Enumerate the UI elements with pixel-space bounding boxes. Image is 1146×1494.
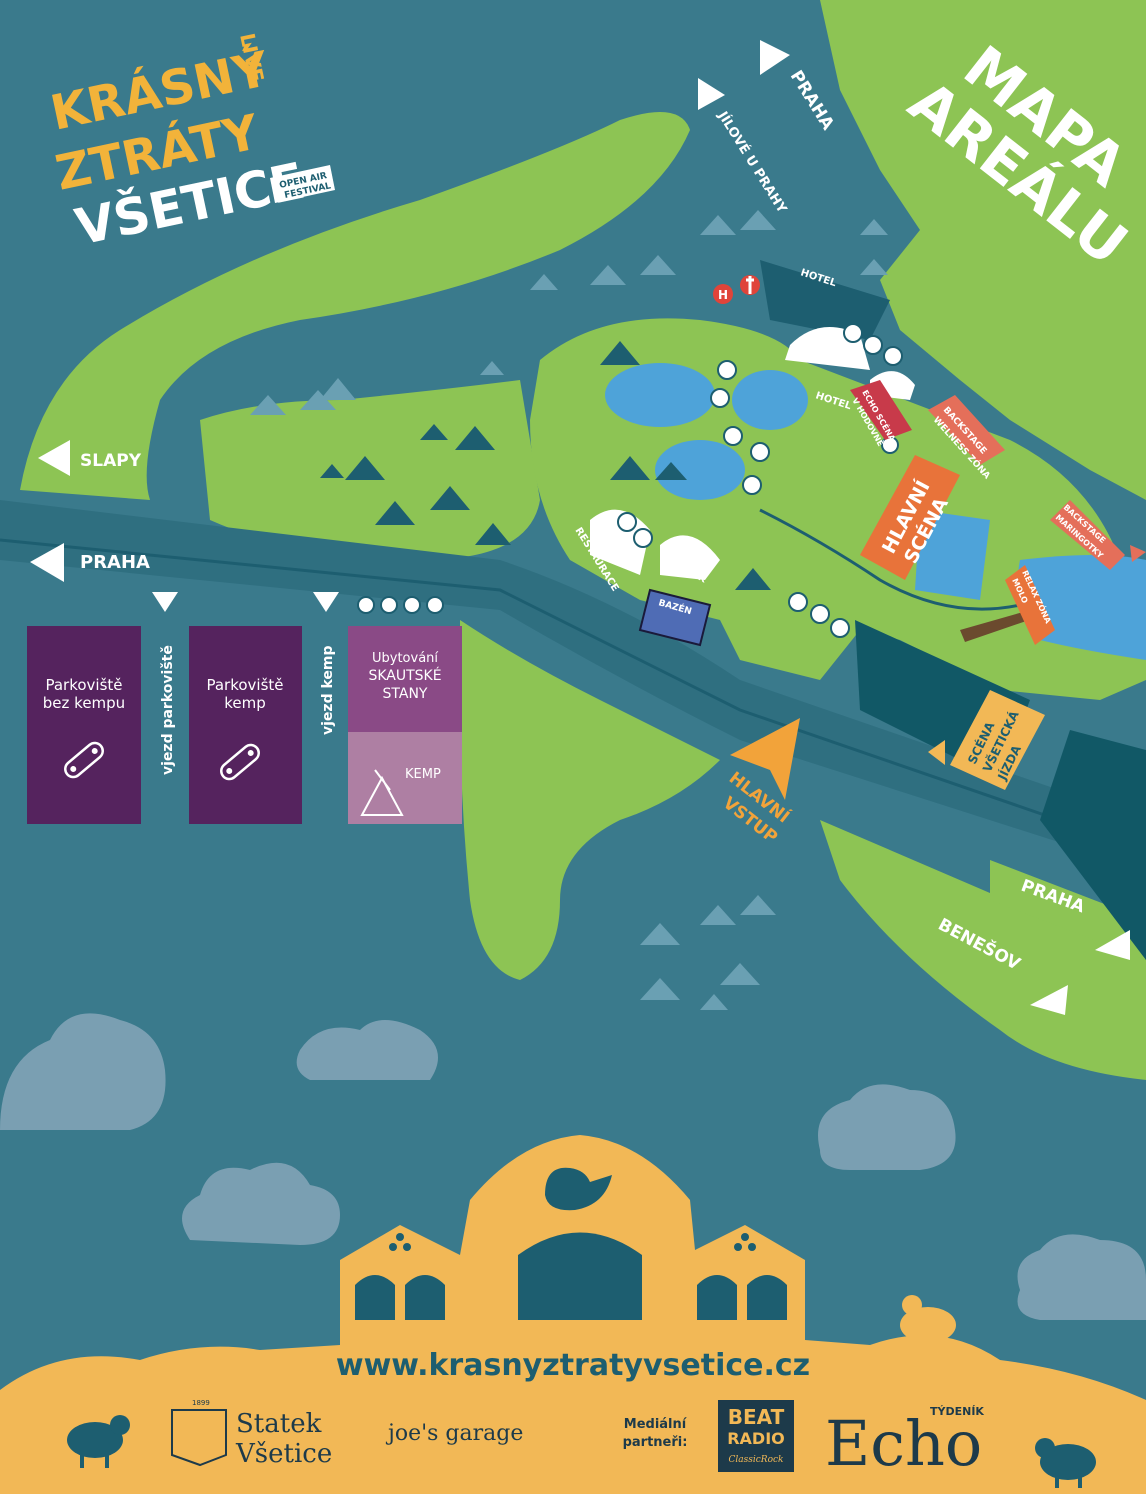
- svg-text:STANY: STANY: [383, 686, 428, 702]
- svg-text:ClassicRock: ClassicRock: [729, 1455, 784, 1465]
- svg-text:joe's garage: joe's garage: [385, 1421, 523, 1446]
- arrow-jilove-icon: [698, 78, 725, 110]
- toilets-icon: [403, 596, 421, 614]
- entrance-camp-arrow-icon: [313, 592, 339, 612]
- kemp-area[interactable]: KEMP: [348, 732, 462, 824]
- clouds: [0, 1013, 1146, 1320]
- slapy-label: SLAPY: [80, 451, 142, 471]
- sheep-icon: [900, 1295, 956, 1356]
- entrance-parking-arrow-icon: [152, 592, 178, 612]
- hotel-top-building: [760, 260, 890, 340]
- festival-logo: KRÁSNÝ ZTRÁTY VŠETICE LIVE OPEN AIR FEST…: [46, 31, 335, 257]
- pond-3: [655, 440, 745, 500]
- beat-radio-logo: BEAT RADIO ClassicRock: [718, 1400, 794, 1472]
- tent-icon: [360, 769, 404, 816]
- south-peninsula: [460, 620, 720, 980]
- molo-pier: [960, 610, 1035, 642]
- food-icon: [883, 346, 903, 366]
- west-strip: [20, 112, 690, 500]
- arrow-praha-left-icon: [30, 543, 64, 582]
- statek-vsetice-logo: 1899 Statek Všetice: [171, 1399, 332, 1469]
- arrow-benesov-icon: [1030, 985, 1068, 1015]
- farm-building: [0, 1135, 1146, 1494]
- food-icon: [788, 592, 808, 612]
- main-stage-pool: [915, 510, 990, 600]
- tent-group: [250, 210, 888, 1010]
- svg-text:Mediální: Mediální: [624, 1417, 688, 1432]
- food-icon: [633, 528, 653, 548]
- website-url[interactable]: www.krasnyztratyvsetice.cz: [336, 1348, 810, 1383]
- first-aid-cross: [746, 276, 754, 294]
- svg-text:BEAT: BEAT: [728, 1405, 785, 1429]
- entrance-camp-label: vjezd kemp: [320, 645, 336, 735]
- shower-icon: [357, 596, 375, 614]
- toilets-icon: [710, 388, 730, 408]
- food-icon: [830, 618, 850, 638]
- entrance-parking-label: vjezd parkoviště: [160, 645, 176, 775]
- echo-logo: Echo TÝDENÍK: [825, 1405, 984, 1480]
- car-icon: [220, 743, 260, 781]
- bird-icon: [545, 1167, 612, 1211]
- vseticka-arrow-icon: [928, 740, 945, 765]
- arrow-slapy-icon: [38, 440, 70, 476]
- sheep-icon: [67, 1415, 130, 1468]
- svg-text:RADIO: RADIO: [727, 1429, 785, 1448]
- svg-text:Parkoviště: Parkoviště: [45, 676, 122, 694]
- hospital-icon: [713, 284, 733, 304]
- praha-road-field: [990, 860, 1146, 960]
- hospital-label: H: [718, 288, 728, 302]
- drinks-icon: [723, 426, 743, 446]
- media-partners-label: Mediální partneři:: [623, 1417, 688, 1450]
- svg-text:Ubytování: Ubytování: [372, 651, 438, 666]
- svg-text:Parkoviště: Parkoviště: [206, 676, 283, 694]
- toilets-icon: [380, 596, 398, 614]
- svg-text:TÝDENÍK: TÝDENÍK: [930, 1405, 984, 1418]
- drinks-icon: [863, 335, 883, 355]
- pond-2: [732, 370, 808, 430]
- svg-text:partneři:: partneři:: [623, 1435, 688, 1450]
- drinks-icon: [810, 604, 830, 624]
- maringotky-arrow-icon: [1130, 545, 1146, 562]
- road-line: [0, 538, 1146, 852]
- skautske-stany[interactable]: Ubytování SKAUTSKÉ STANY: [348, 626, 462, 732]
- svg-text:kemp: kemp: [224, 694, 266, 712]
- svg-text:bez kempu: bez kempu: [43, 694, 125, 712]
- svg-text:1899: 1899: [192, 1399, 210, 1407]
- joes-garage-logo: joe's garage: [385, 1421, 523, 1446]
- white-buildings: [590, 327, 915, 580]
- parking-lot-no-camp[interactable]: Parkoviště bez kempu: [27, 626, 141, 824]
- svg-text:Statek: Statek: [236, 1409, 322, 1439]
- main-entrance-arrow-icon: [730, 718, 800, 800]
- walking-path: [759, 508, 1021, 611]
- relax-zona[interactable]: RELAX ZÓNA MOLO: [1005, 565, 1055, 645]
- southeast-field: [820, 820, 1146, 1080]
- cabin-group: [320, 341, 771, 590]
- parking-lot-camp[interactable]: Parkoviště kemp: [189, 626, 302, 824]
- drinks-icon: [742, 475, 762, 495]
- praha-left-label: PRAHA: [80, 552, 150, 573]
- sheep-icon: [1035, 1438, 1096, 1488]
- svg-text:Všetice: Všetice: [235, 1439, 332, 1469]
- main-road: [0, 500, 1146, 870]
- dark-block-2: [1040, 730, 1146, 960]
- toilets-icon: [717, 360, 737, 380]
- stage-vseticka-jizda[interactable]: SCÉNA VŠETICKÁ JÍZDA: [950, 690, 1045, 790]
- facility-icons: [357, 323, 903, 638]
- drinks-icon: [617, 512, 637, 532]
- arrow-praha-bottom-icon: [1095, 930, 1130, 960]
- food-icon: [426, 596, 444, 614]
- bazen-pool: [638, 588, 712, 647]
- svg-text:SKAUTSKÉ: SKAUTSKÉ: [368, 667, 441, 684]
- svg-text:KEMP: KEMP: [405, 767, 441, 782]
- car-icon: [64, 741, 104, 779]
- food-icon: [843, 323, 863, 343]
- pond-1: [605, 363, 715, 427]
- arrow-praha-top-icon: [760, 40, 790, 75]
- svg-text:Echo: Echo: [825, 1407, 982, 1480]
- drinks-icon: [750, 442, 770, 462]
- north-field: [820, 0, 1146, 500]
